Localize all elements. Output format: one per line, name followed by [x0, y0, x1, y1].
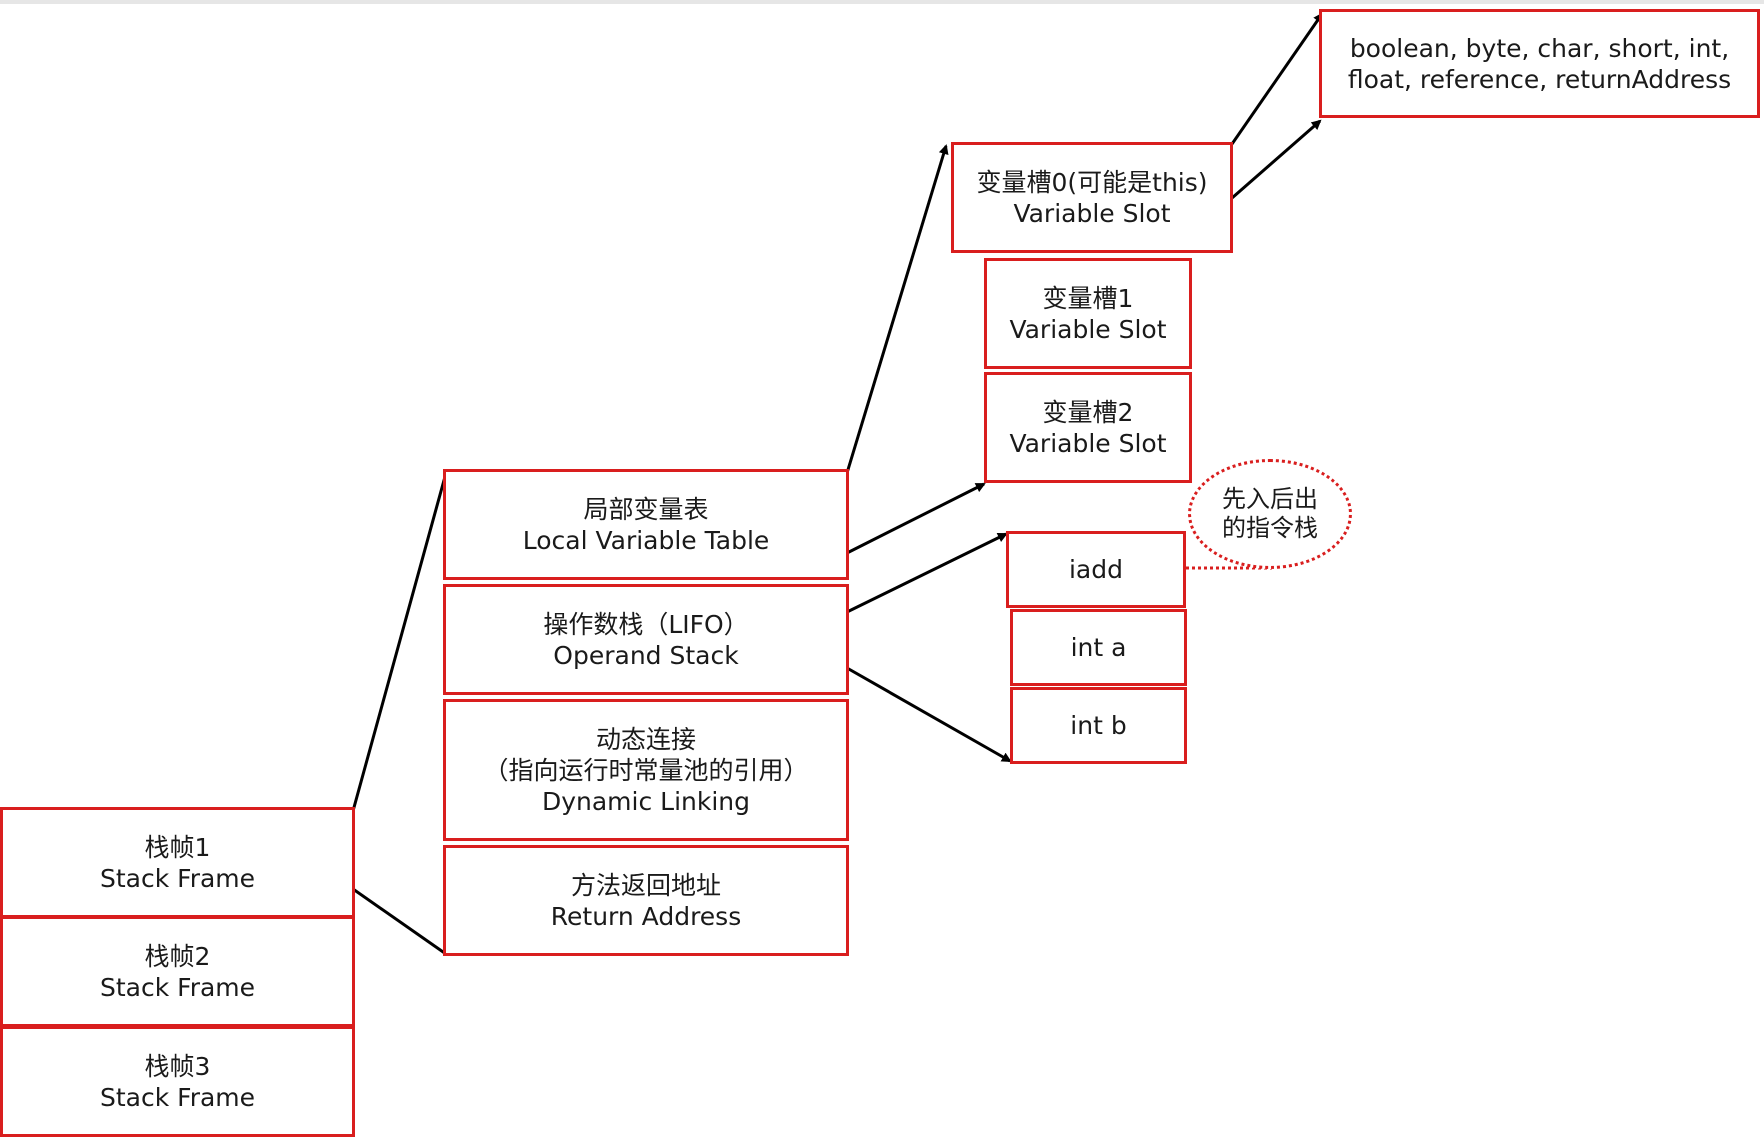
stack-frame-1-title: 栈帧1	[144, 832, 211, 862]
dynamic-linking-detail: （指向运行时常量池的引用）	[483, 755, 809, 785]
stack-frame-3: 栈帧3 Stack Frame	[0, 1026, 355, 1137]
arrow-to-slot0	[845, 144, 949, 474]
operand-item-int-a: int a	[1010, 609, 1187, 686]
variable-slot-0: 变量槽0(可能是this) Variable Slot	[951, 142, 1233, 253]
local-variable-table-subtitle: Local Variable Table	[522, 525, 770, 555]
operand-item-int-b-label: int b	[1070, 711, 1127, 740]
operand-item-iadd: iadd	[1006, 531, 1186, 608]
arrow-to-types-lower	[1231, 119, 1322, 200]
stack-frame-3-title: 栈帧3	[144, 1051, 211, 1081]
stack-frame-2: 栈帧2 Stack Frame	[0, 916, 355, 1027]
variable-slot-1-title: 变量槽1	[1042, 283, 1134, 313]
operand-item-int-a-label: int a	[1070, 633, 1127, 662]
arrow-to-slot2	[846, 482, 986, 555]
local-variable-table-title: 局部变量表	[583, 494, 709, 524]
dynamic-linking-title: 动态连接	[595, 724, 696, 754]
variable-slot-1-subtitle: Variable Slot	[1009, 314, 1167, 344]
return-address-title: 方法返回地址	[570, 870, 721, 900]
operand-stack-title: 操作数栈（LIFO）	[543, 609, 749, 639]
lifo-note-line-2: 的指令栈	[1222, 514, 1318, 542]
stack-frame-2-title: 栈帧2	[144, 941, 211, 971]
dynamic-linking-box: 动态连接 （指向运行时常量池的引用） Dynamic Linking	[443, 699, 849, 841]
operand-item-iadd-label: iadd	[1068, 555, 1123, 584]
lifo-note: 先入后出 的指令栈	[1188, 459, 1352, 569]
lifo-note-line-1: 先入后出	[1222, 485, 1318, 513]
return-address-subtitle: Return Address	[550, 901, 742, 931]
local-variable-table-box: 局部变量表 Local Variable Table	[443, 469, 849, 580]
variable-slot-2-title: 变量槽2	[1042, 397, 1134, 427]
slot-types-line-1: boolean, byte, char, short, int,	[1349, 33, 1730, 63]
return-address-box: 方法返回地址 Return Address	[443, 845, 849, 956]
slot-types-line-2: float, reference, returnAddress	[1347, 64, 1732, 94]
arrow-to-iadd	[846, 532, 1008, 614]
dynamic-linking-subtitle: Dynamic Linking	[541, 786, 751, 816]
expand-line-top	[351, 472, 448, 812]
arrow-to-int-b	[846, 666, 1012, 763]
operand-stack-box: 操作数栈（LIFO） Operand Stack	[443, 584, 849, 695]
variable-slot-2: 变量槽2 Variable Slot	[984, 372, 1192, 483]
variable-slot-2-subtitle: Variable Slot	[1009, 428, 1167, 458]
stack-frame-1-subtitle: Stack Frame	[99, 863, 256, 893]
stack-frame-3-subtitle: Stack Frame	[99, 1082, 256, 1112]
top-border	[0, 0, 1764, 4]
stack-frame-1: 栈帧1 Stack Frame	[0, 807, 355, 918]
stack-frame-2-subtitle: Stack Frame	[99, 972, 256, 1002]
operand-item-int-b: int b	[1010, 687, 1187, 764]
variable-slot-0-subtitle: Variable Slot	[1013, 198, 1171, 228]
slot-types-box: boolean, byte, char, short, int, float, …	[1319, 9, 1760, 118]
expand-line-bottom	[352, 887, 447, 956]
variable-slot-1: 变量槽1 Variable Slot	[984, 258, 1192, 369]
variable-slot-0-title: 变量槽0(可能是this)	[976, 167, 1208, 197]
arrow-to-types-upper	[1230, 12, 1324, 145]
operand-stack-subtitle: Operand Stack	[553, 640, 739, 670]
